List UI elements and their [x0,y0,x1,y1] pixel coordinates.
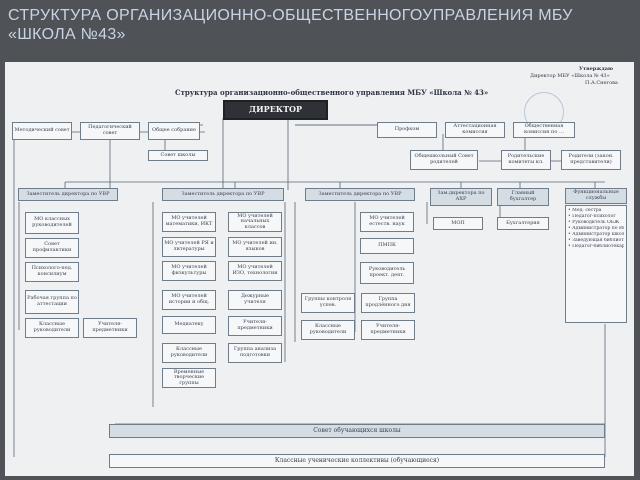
approval-line-3: П.А.Снегова [585,80,618,86]
chief-accountant: Главный бухгалтер [497,188,549,206]
service-item: • Администратор школьного сайта [568,232,624,237]
extended-day-group: Группа продлённого дня [361,293,415,313]
accounting: Бухгалтерия [497,217,549,230]
subject-teachers-col2: Учителя-предметники [228,316,282,336]
deputy-uvr-2: Заместитель директора по УВР [162,188,284,201]
slide-title: СТРУКТУРА ОРГАНИЗАЦИОННО-ОБЩЕСТВЕННОГОУП… [8,7,573,43]
mop: МОП [433,217,483,230]
class-teachers-col2: Классные руководители [162,343,216,363]
temp-creative-groups: Временные творческие группы [162,368,216,388]
project-lead: Руководитель проект. деят. [360,262,414,284]
duty-teachers: Дежурные учителя [228,290,282,310]
trade-union: Профком [377,122,437,138]
class-teachers-col3: Классные руководители [301,320,355,340]
director-box: ДИРЕКТОР [223,100,328,120]
subject-teachers-col1: Учителя-предметники [83,318,137,338]
deputy-uvr-1: Заместитель директора по УВР [18,188,118,201]
media-library: Медиатеку [162,316,216,334]
school-council: Совет школы [148,150,208,161]
mo-history: МО учителей истории и общ. [162,290,216,310]
services-list: • Мед. сестра • Педагог-психолог • Руков… [565,205,627,323]
class-collectives: Классные ученические коллективы (обучающ… [109,454,605,468]
mo-math-ict: МО учителей математики, ИКТ [162,212,216,232]
psych-ped-council: Психолого-пед. консилиум [25,262,79,282]
mo-pe: МО учителей физкультуры [162,261,216,281]
progress-control-groups: Группы контроля успев. [301,293,355,313]
mo-foreign-lang: МО учителей ин. языков [228,237,282,257]
service-item: • Заведующая библиотекой [568,238,624,243]
service-item: • Педагог-библиотекарь [568,244,624,249]
pedagogical-council: Педагогический совет [80,122,140,140]
service-item: • Администратор по ИКТ [568,226,624,231]
subject-teachers-col3: Учителя-предметники [361,320,415,340]
mo-science: МО учителей естеств. наук [360,212,414,232]
document-title: Структура организационно-общественного у… [175,88,489,97]
attestation-commission: Аттестационная комиссия [445,122,505,138]
service-item: • Мед. сестра [568,208,602,213]
approval-line-1: Утверждаю [579,66,614,72]
prevention-council: Совет профилактики [25,238,79,258]
mo-art-tech: МО учителей ИЗО, технологии [228,261,282,281]
analysis-group: Группа анализа подготовки [228,343,282,363]
org-chart-sheet: Утверждаю Директор МБУ «Школа № 43» П.А.… [5,62,634,476]
student-council: Совет обучающихся школы [109,424,605,438]
deputy-ahr: Зам.директора по АХР [430,188,492,206]
deputy-uvr-3: Заместитель директора по УВР [305,188,415,201]
functional-services: Функциональные службы [565,188,627,204]
service-item: • Руководитель ОБЖ [568,220,620,225]
service-item: • Педагог-психолог [568,214,616,219]
public-commission: Общественная комиссия по … [513,122,575,138]
approval-line-2: Директор МБУ «Школа № 43» [530,73,610,79]
general-meeting: Общее собрание [148,122,200,140]
methodical-council: Методический совет [12,122,72,140]
parents-legal-reps: Родители (закон. представители) [561,150,621,170]
parent-committees: Родительские комитеты кл. [501,150,551,170]
attestation-workgroup: Рабочая группа по аттестации [25,290,79,314]
mo-russian-lit: МО учителей РЯ и литературы [162,237,216,257]
mo-class-teachers: МО классных руководителей [25,212,79,234]
mo-primary: МО учителей начальных классов [228,212,282,232]
parents-council: Общешкольный Совет родителей [410,150,478,170]
class-teachers-col1: Классные руководители [25,318,79,338]
pmpk: ПМПК [360,238,414,254]
